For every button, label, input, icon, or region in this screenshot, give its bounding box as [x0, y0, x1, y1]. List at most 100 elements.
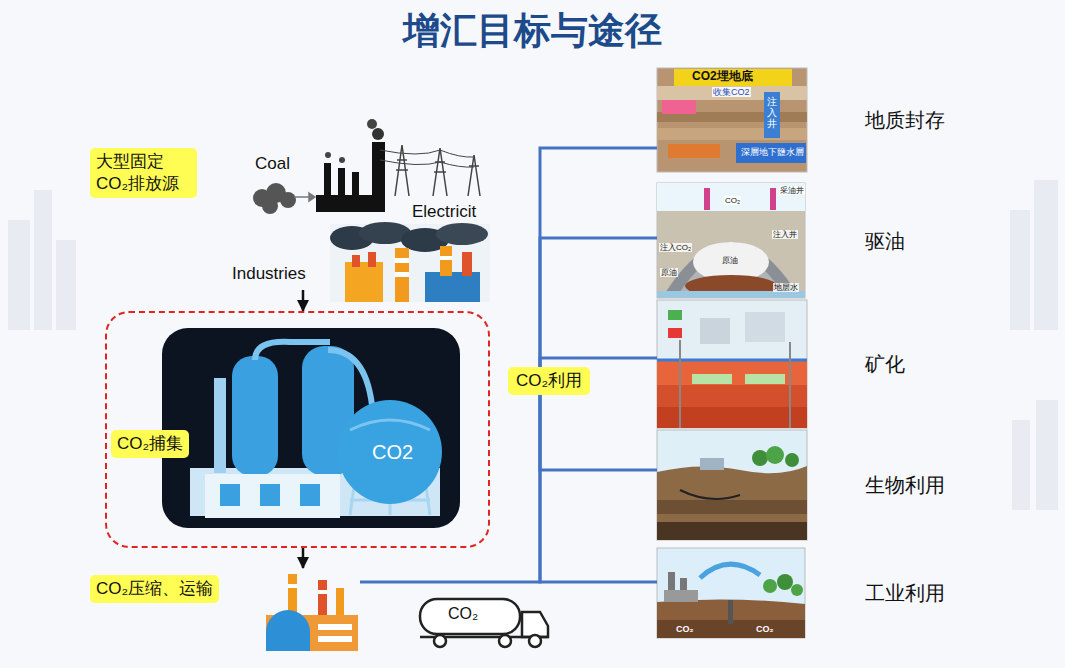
tanker-truck-part: [434, 635, 446, 647]
compression-factory-part: [266, 610, 310, 651]
oil-recovery-picture-part: [770, 188, 776, 210]
tanker-truck-part: [499, 635, 511, 647]
industries-picture-part: [395, 248, 409, 302]
mineralization-picture-part: [668, 310, 682, 320]
coal-pile: [253, 183, 296, 214]
annotation-label: Industries: [232, 264, 306, 284]
compression-factory-part: [318, 636, 352, 642]
geological-storage-picture: [657, 68, 807, 172]
annotation-label: CO₂: [724, 196, 741, 205]
annotation-label: CO₂: [676, 624, 694, 634]
industries-picture-part: [395, 258, 409, 263]
compression-factory-part: [318, 624, 352, 630]
biological-use-picture-part: [766, 446, 784, 464]
compression-factory: [266, 574, 358, 651]
connector: [360, 395, 540, 582]
biological-use-picture-part: [657, 466, 807, 540]
oil-recovery-picture: [657, 183, 805, 298]
industries-picture-part: [436, 223, 488, 245]
power-plant-part: [367, 119, 377, 129]
capture-box: CO₂捕集: [105, 311, 490, 548]
capture-plant-picture-part: [300, 484, 320, 506]
utilization-label: CO₂利用: [516, 370, 582, 392]
industries-picture-part: [345, 262, 383, 302]
industries-picture-part: [462, 252, 472, 276]
watermark-skyline-part: [56, 240, 76, 330]
power-plant-part: [338, 168, 345, 197]
capture-plant-picture-part: [205, 474, 340, 518]
geological-storage-picture-part: [657, 86, 807, 100]
tanker-truck: [420, 599, 548, 647]
annotation-label: 地层水: [773, 283, 799, 292]
watermark-skyline-part: [1034, 180, 1058, 330]
mineralization-picture-part: [668, 328, 682, 338]
source-label: 大型固定 CO₂排放源: [90, 148, 197, 198]
connector: [540, 358, 657, 367]
industrial-use-picture-part: [657, 548, 805, 638]
industries-picture: [330, 222, 490, 302]
oil-recovery-picture-part: [657, 183, 805, 211]
industrial-use-picture-part: [728, 600, 733, 624]
connector: [540, 148, 657, 367]
pathway-label: 地质封存: [865, 108, 945, 132]
biological-use-picture-part: [657, 430, 807, 540]
annotation-label: CO₂: [756, 624, 774, 634]
watermark-skyline-part: [34, 190, 52, 330]
compression-factory-part: [336, 588, 344, 618]
mineralization-picture-part: [657, 300, 807, 428]
annotation-label: 深層地下鹽水層: [741, 147, 804, 157]
mineralization-picture-part: [700, 318, 730, 344]
connector: [540, 238, 657, 367]
geological-storage-picture-part: [764, 92, 780, 138]
annotation-label: 收集CO2: [712, 87, 751, 97]
watermark-skyline-part: [1036, 400, 1058, 510]
capture-plant-picture-part: [338, 400, 442, 504]
capture-plant-picture-part: [260, 484, 280, 506]
geological-storage-picture-part: [736, 143, 806, 163]
geological-storage-picture-part: [657, 128, 807, 140]
pathway-label: 工业利用: [865, 581, 945, 605]
biological-use-picture: [657, 430, 807, 540]
mineralization-picture: [657, 300, 807, 428]
biological-use-picture-part: [680, 490, 740, 499]
power-plant-part: [316, 195, 378, 212]
watermark-skyline-part: [8, 220, 30, 330]
annotation-label: 注入井: [767, 96, 777, 129]
industrial-use-picture-part: [700, 564, 760, 578]
industrial-use-picture-part: [657, 599, 805, 638]
annotation-label: 原油: [722, 256, 738, 265]
power-towers-part: [468, 155, 480, 196]
small-arrow-part: [294, 196, 309, 198]
annotation-label: CO₂: [448, 605, 478, 623]
connector: [540, 395, 657, 470]
connector: [302, 548, 305, 568]
biological-use-picture-part: [785, 453, 799, 467]
capture-plant-picture-part: [214, 378, 226, 473]
industries-picture-part: [440, 256, 452, 260]
compression-factory-part: [318, 580, 327, 618]
industries-picture-part: [395, 272, 409, 277]
pathway-label: 矿化: [865, 352, 905, 376]
power-plant: [316, 119, 385, 212]
capture-plant-picture-part: [328, 350, 372, 405]
industrial-use-picture-part: [763, 579, 777, 593]
annotation-label: Electricit: [412, 202, 476, 222]
annotation-label: Coal: [255, 154, 290, 174]
utilization-box: CO₂利用: [508, 367, 590, 395]
small-arrow-part: [309, 193, 315, 201]
biological-use-picture-part: [752, 450, 768, 466]
industries-picture-part: [440, 246, 452, 276]
geological-storage-picture-part: [657, 68, 807, 172]
capture-plant-picture-part: [232, 356, 278, 476]
power-plant-part: [352, 172, 359, 197]
geological-storage-picture-part: [674, 69, 792, 86]
power-plant-part: [325, 152, 331, 158]
capture-plant-picture: [162, 328, 460, 528]
mineralization-picture-part: [745, 312, 785, 342]
capture-label: CO₂捕集: [111, 430, 189, 458]
annotation-label: 注入井: [772, 230, 798, 239]
mineralization-picture-part: [692, 374, 732, 384]
mineralization-picture-part: [745, 374, 785, 384]
